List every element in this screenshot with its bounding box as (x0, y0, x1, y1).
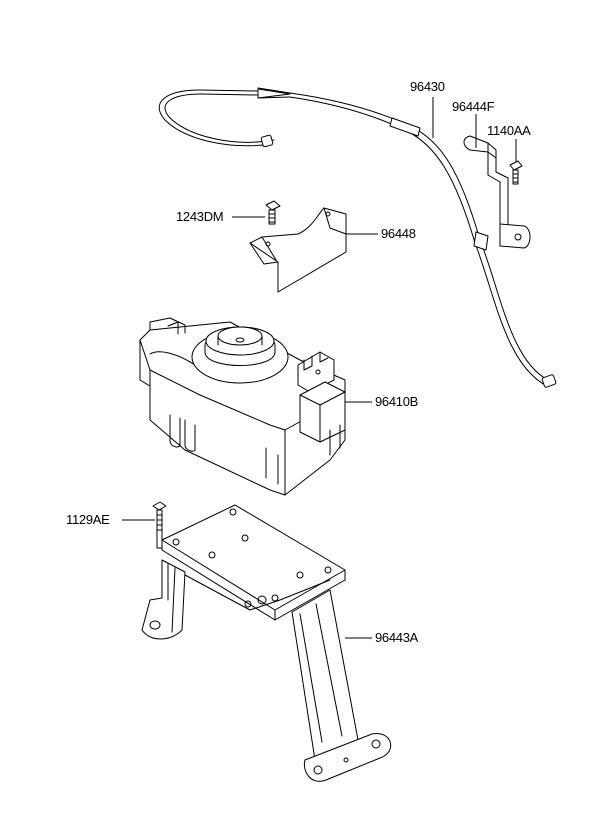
part-label-1129AE: 1129AE (66, 512, 110, 527)
part-label-96444F: 96444F (452, 99, 495, 114)
bolt-1243DM (265, 200, 281, 225)
part-label-96410B: 96410B (375, 394, 419, 409)
bracket-96443A (141, 504, 392, 782)
bracket-96444F (463, 135, 531, 249)
leader-lines (122, 97, 517, 639)
part-label-96430: 96430 (410, 79, 445, 94)
bolt-1140AA (509, 160, 523, 185)
part-label-1140AA: 1140AA (487, 123, 531, 138)
cable-assembly-96430 (158, 87, 557, 388)
bracket-96448 (249, 207, 347, 293)
part-label-96443A: 96443A (375, 630, 419, 645)
hydraulic-unit-96410B (139, 317, 346, 496)
part-label-96448: 96448 (381, 226, 416, 241)
part-label-1243DM: 1243DM (176, 209, 224, 224)
bolt-1129AE (152, 501, 167, 549)
